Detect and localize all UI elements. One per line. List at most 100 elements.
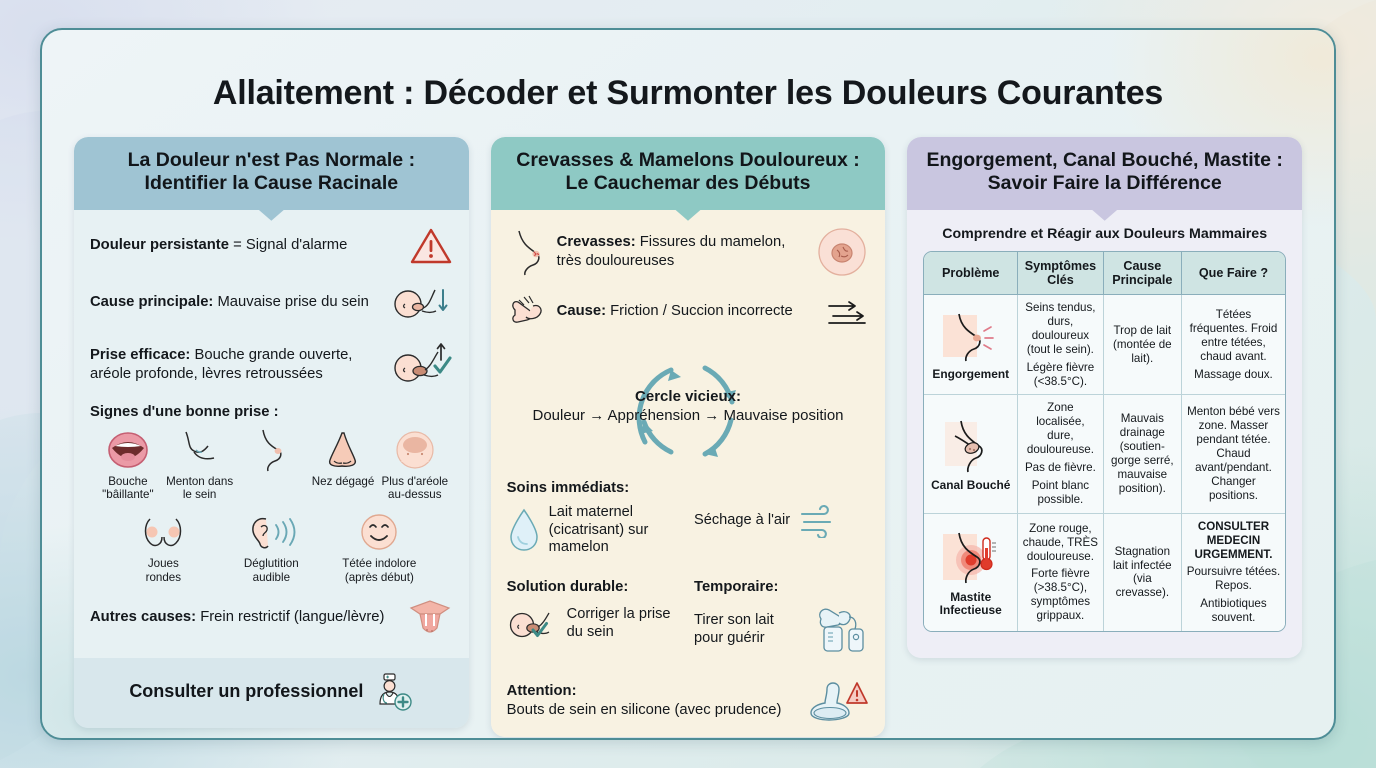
warning-triangle-icon (409, 226, 453, 266)
panel1-row0-bold: Douleur persistante (90, 237, 229, 254)
action-text: Menton bébé vers zone. Masser pendant té… (1187, 405, 1280, 502)
panel2-cause-rest: Friction / Succion incorrecte (606, 303, 793, 320)
table-row: Canal Bouché Zone localisée, dure, doulo… (924, 395, 1286, 514)
sign-areole-label: Plus d'aréole au-dessus (381, 474, 449, 502)
panel3-header: Engorgement, Canal Bouché, Mastite : Sav… (907, 137, 1303, 210)
panel2-durable-text: Corriger la prise du sein (566, 606, 671, 641)
cell-probleme-mastite: Mastite Infectieuse (924, 513, 1019, 632)
panel2-solution-durable: Solution durable: Corriger la prise du s… (507, 573, 682, 645)
probleme-engorgement-label: Engorgement (932, 366, 1010, 381)
action-text: Poursuivre tétées. Repos. (1186, 565, 1281, 593)
panel2-row-cause: Cause: Friction / Succion incorrecte (507, 292, 870, 332)
symptom-text: Zone rouge, chaude, TRÈS douloureuse. (1022, 521, 1098, 563)
sign-breast-profile (235, 428, 307, 475)
baby-good-latch-icon (507, 603, 559, 645)
panel2-temporaire: Temporaire: Tirer son lait pour guérir (694, 573, 869, 657)
panel1-title-line1: La Douleur n'est Pas Normale : (127, 149, 416, 171)
panel2-care-lait-text: Lait maternel (cicatrisant) sur mamelon (548, 503, 649, 556)
nipple-shield-warning-icon (807, 671, 869, 723)
symptom-text: Point blanc possible. (1031, 478, 1090, 506)
panel2-title-line1: Crevasses & Mamelons Douloureux : (516, 149, 860, 171)
mammary-pain-table: Problème Symptômes Clés Cause Principale… (923, 250, 1287, 633)
panel2-title-line2: Le Cauchemar des Débuts (565, 172, 811, 195)
cell-symptomes-canal-bouche: Zone localisée, dure, douloureuse. Pas d… (1018, 395, 1104, 514)
sign-menton-dans-le-sein: Menton dans le sein (164, 428, 236, 502)
probleme-mastite-label: Mastite Infectieuse (939, 589, 1002, 617)
cell-cause-canal-bouche: Mauvais drainage (soutien-gorge serré, m… (1103, 395, 1182, 514)
baby-bad-latch-icon (391, 280, 453, 326)
infographic-card: Allaitement : Décoder et Surmonter les D… (40, 28, 1336, 740)
panel2-attention-block: Attention: Bouts de sein en silicone (av… (507, 671, 870, 723)
panel2-care-sechage: Séchage à l'air (694, 504, 869, 538)
cell-symptomes-mastite: Zone rouge, chaude, TRÈS douloureuse. Fo… (1018, 513, 1104, 632)
cell-probleme-canal-bouche: Canal Bouché (924, 395, 1019, 514)
panel2-soins-row: Lait maternel (cicatrisant) sur mamelon … (507, 504, 870, 557)
sign-tetee-indolore: Tétée indolore (après début) (338, 510, 420, 584)
sign-menton-label: Menton dans le sein (166, 474, 234, 502)
air-dry-wind-icon (798, 504, 840, 538)
panel1-footer-label: Consulter un professionnel (129, 681, 364, 702)
cell-cause-mastite: Stagnation lait infectée (via crevasse). (1103, 513, 1182, 632)
panel1-row-douleur-persistante: Douleur persistante = Signal d'alarme (90, 226, 453, 266)
panel1-signs-heading: Signes d'une bonne prise : (90, 403, 279, 420)
cell-action-engorgement: Tétées fréquentes. Froid entre tétées, c… (1181, 294, 1286, 396)
panel2-crevasses-bold: Crevasses: (556, 233, 636, 250)
panel2-soins-heading: Soins immédiats: (506, 479, 630, 496)
action-urgent-text: CONSULTER MEDECIN URGEMMENT. (1194, 519, 1273, 561)
action-text: Antibiotiques souvent. (1200, 597, 1267, 625)
th-cause: Cause Principale (1103, 251, 1182, 295)
ear-hearing-icon (230, 510, 312, 554)
panel2-temporaire-line: Tirer son lait pour guérir (694, 603, 869, 657)
columns-container: La Douleur n'est Pas Normale : Identifie… (42, 113, 1334, 738)
panel3-table-title: Comprendre et Réagir aux Douleurs Mammai… (942, 225, 1268, 242)
panel1-signs-row1: Bouche "bâillante" Menton dans le sein (90, 428, 453, 502)
friction-arrows-icon (825, 296, 869, 328)
sign-joues-label: Joues rondes (145, 557, 182, 584)
page-title: Allaitement : Décoder et Surmonter les D… (212, 74, 1164, 112)
panel3-title-line2: Savoir Faire la Différence (987, 172, 1222, 195)
sign-bouche-baillante-label: Bouche "bâillante" (102, 474, 154, 502)
symptom-text: Zone localisée, dure, douloureuse. (1026, 401, 1094, 457)
blocked-duct-breast-icon (939, 420, 1003, 477)
th-probleme: Problème (924, 251, 1019, 295)
panel1-row2-text: Prise efficace: Bouche grande ouverte, a… (90, 346, 383, 384)
panel1-signs-row2: Joues rondes Déglutition audible Tétée i… (90, 510, 453, 584)
panel1-row-prise-efficace: Prise efficace: Bouche grande ouverte, a… (90, 340, 453, 390)
table-row: Mastite Infectieuse Zone rouge, chaude, … (924, 513, 1286, 632)
cell-action-mastite: CONSULTER MEDECIN URGEMMENT. Poursuivre … (1181, 513, 1286, 632)
panel2-durable-heading: Solution durable: (506, 579, 629, 596)
panel2-temporaire-heading: Temporaire: (694, 579, 779, 596)
cell-symptomes-engorgement: Seins tendus, durs, douloureux (tout le … (1018, 294, 1104, 396)
panel1-footer-consulter[interactable]: Consulter un professionnel (74, 657, 469, 728)
panel2-crevasses-text: Crevasses: Fissures du mamelon, très dou… (557, 233, 808, 271)
panel2-attention-heading: Attention: (506, 682, 577, 699)
sign-tetee-indolore-label: Tétée indolore (après début) (342, 557, 417, 584)
panel2-cause-text: Cause: Friction / Succion incorrecte (557, 302, 818, 321)
panel1-row2-bold: Prise efficace: (90, 346, 191, 363)
cause-text: Stagnation lait infectée (via crevasse). (1112, 544, 1172, 600)
panel1-row0-rest: = Signal d'alarme (228, 237, 348, 254)
sign-nez-label: Nez dégagé (311, 474, 375, 488)
table-row: Engorgement Seins tendus, durs, douloure… (924, 294, 1286, 396)
panel-crevasses-mamelons: Crevasses & Mamelons Douloureux : Le Cau… (490, 137, 886, 738)
panel1-row1-text: Cause principale: Mauvaise prise du sein (90, 293, 383, 312)
panel1-title-line2: Identifier la Cause Racinale (144, 172, 399, 195)
nipple-closeup-icon (815, 226, 869, 278)
sign-plus-d-areole: Plus d'aréole au-dessus (379, 428, 451, 502)
cell-probleme-engorgement: Engorgement (924, 294, 1019, 396)
sign-bouche-baillante: Bouche "bâillante" (92, 428, 164, 502)
engorged-breast-icon (939, 313, 1003, 366)
sign-joues-rondes: Joues rondes (122, 510, 204, 584)
sign-nez-degage: Nez dégagé (307, 428, 379, 489)
panel1-row-cause-principale: Cause principale: Mauvaise prise du sein (90, 280, 453, 326)
symptom-text: Pas de fièvre. (1024, 461, 1096, 475)
panel2-solutions-row: Solution durable: Corriger la prise du s… (507, 573, 870, 657)
panel1-row1-bold: Cause principale: (90, 294, 214, 311)
sign-deglutition-label: Déglutition audible (243, 557, 299, 584)
cause-text: Mauvais drainage (soutien-gorge serré, m… (1111, 412, 1174, 495)
panel3-title-line1: Engorgement, Canal Bouché, Mastite : (926, 149, 1283, 171)
tongue-tie-icon (407, 598, 453, 636)
symptom-text: Légère fièvre (<38.5°C). (1026, 360, 1095, 388)
panel2-care-lait: Lait maternel (cicatrisant) sur mamelon (507, 504, 682, 557)
cell-cause-engorgement: Trop de lait (montée de lait). (1103, 294, 1182, 396)
